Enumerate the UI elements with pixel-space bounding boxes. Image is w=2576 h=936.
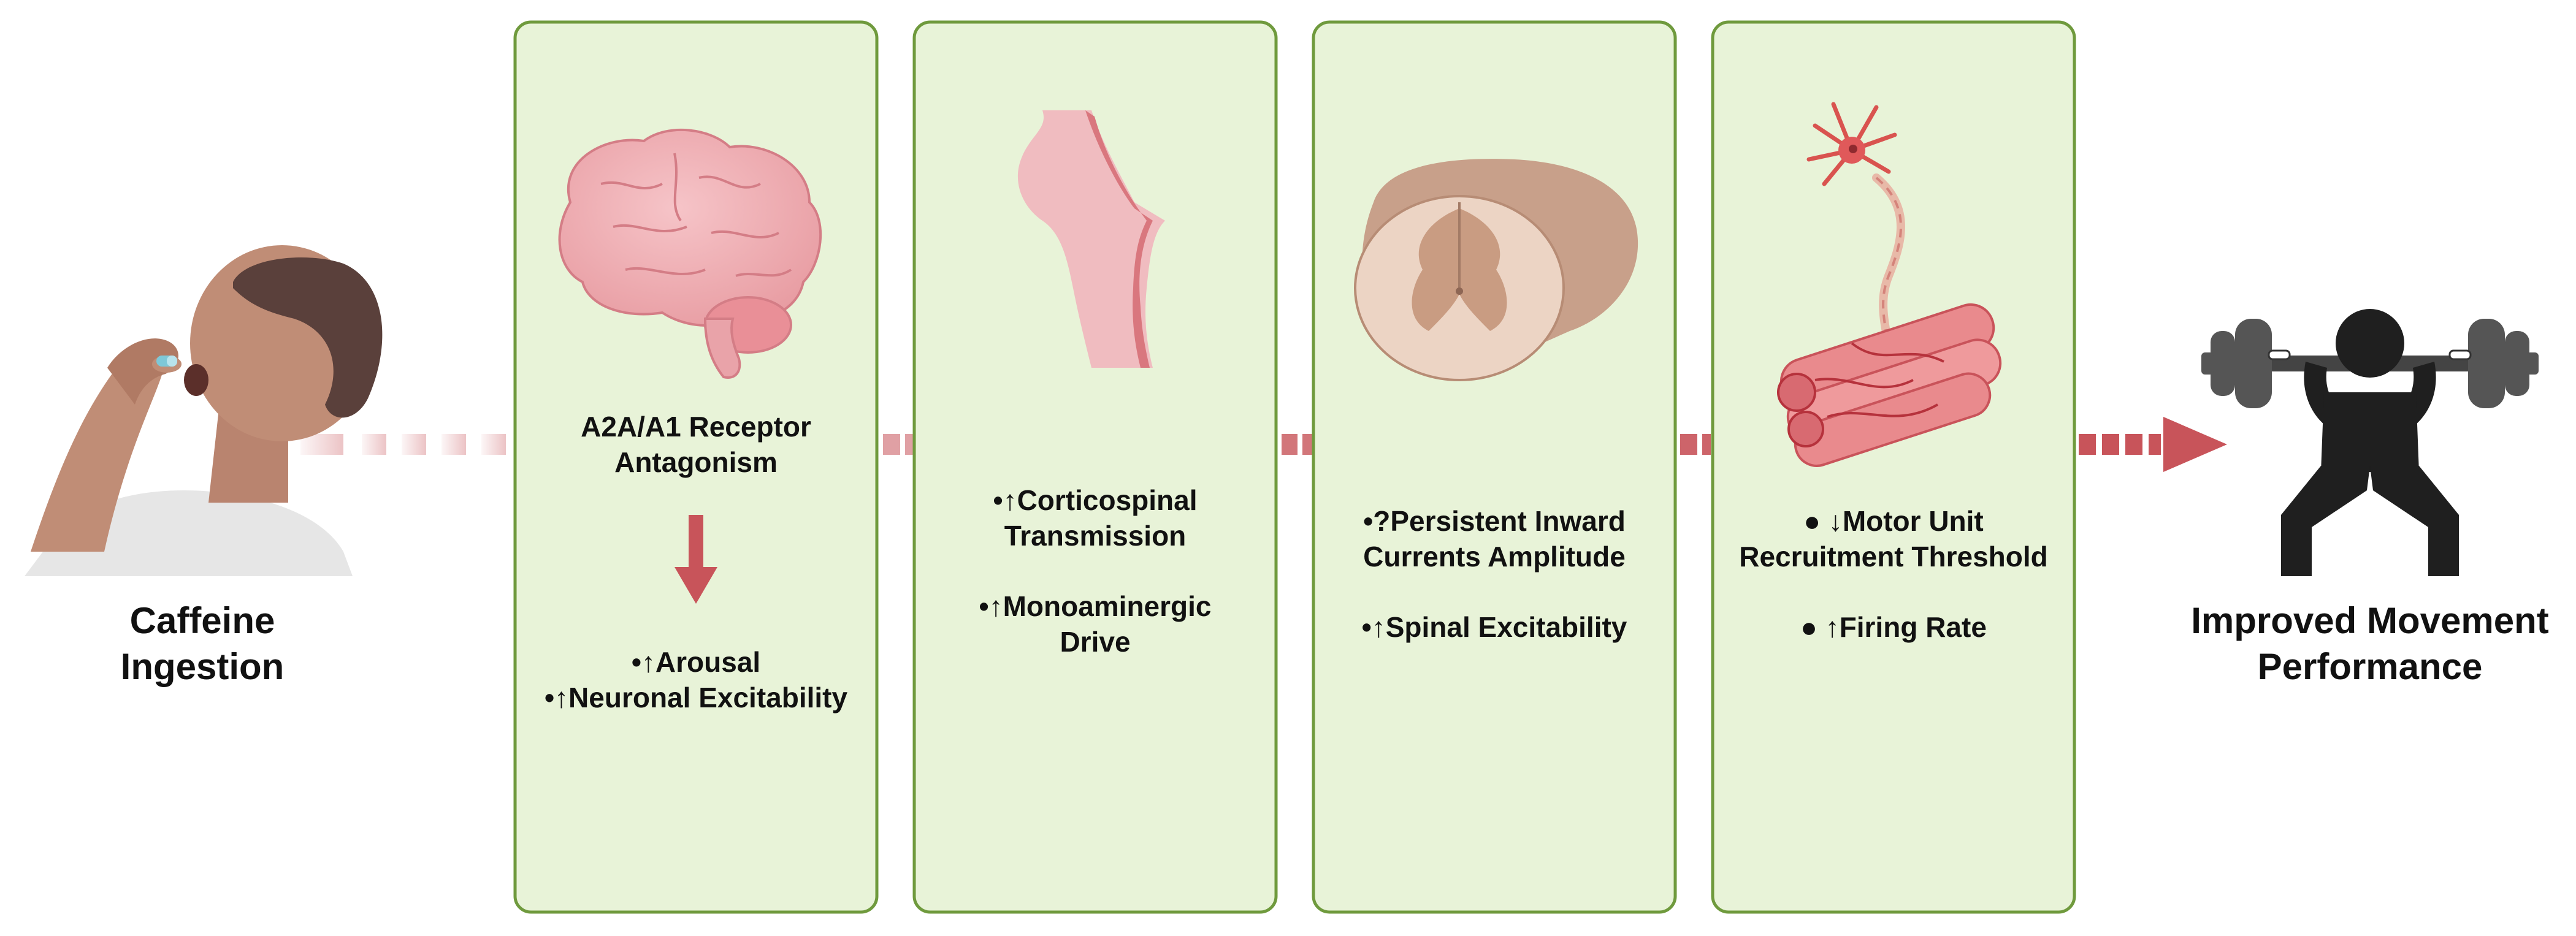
bullet-text: Currents Amplitude xyxy=(1363,540,1626,573)
end-label-line: Performance xyxy=(2257,646,2483,687)
question-icon: ? xyxy=(1373,505,1391,537)
bullet-dot: • xyxy=(1361,611,1372,643)
panel-spinal-bullets: •?Persistent Inward Currents Amplitude •… xyxy=(1320,504,1669,645)
bullet-text: Arousal xyxy=(655,646,761,678)
bullet-text: Persistent Inward xyxy=(1390,505,1626,537)
end-label-line: Improved Movement xyxy=(2191,600,2549,641)
panel-motor-unit xyxy=(1711,20,2076,914)
bullet-text: Drive xyxy=(1060,625,1131,658)
start-label-line: Caffeine xyxy=(129,600,275,641)
bullet-item: ● ↓Motor Unit xyxy=(1719,504,2068,539)
end-label: Improved Movement Performance xyxy=(2177,598,2563,690)
brainstem-icon xyxy=(1017,110,1165,368)
brain-icon xyxy=(558,128,822,379)
up-arrow-icon: ↑ xyxy=(988,590,1003,622)
panel-receptor-bullets: •↑Arousal •↑Neuronal Excitability xyxy=(521,645,871,715)
panel-corticospinal xyxy=(912,20,1278,914)
panel-spinal xyxy=(1312,20,1677,914)
up-arrow-icon: ↑ xyxy=(1003,484,1017,516)
up-arrow-icon: ↑ xyxy=(1825,611,1840,643)
down-arrow-icon xyxy=(675,515,717,604)
bullet-text: Transmission xyxy=(1004,519,1187,552)
spinal-cord-icon xyxy=(1354,159,1638,381)
bullet-dot: ● xyxy=(1803,505,1821,537)
motor-unit-icon xyxy=(1777,102,2002,467)
bullet-dot: • xyxy=(631,646,641,678)
start-label: Caffeine Ingestion xyxy=(49,598,356,690)
heading-line: A2A/A1 Receptor xyxy=(581,411,811,443)
weightlifter-icon xyxy=(2201,309,2539,576)
bullet-text: Corticospinal xyxy=(1017,484,1198,516)
person-icon xyxy=(25,245,383,576)
bullet-item: •↑Spinal Excitability xyxy=(1320,610,1669,645)
start-label-line: Ingestion xyxy=(120,646,285,687)
bullet-text: Neuronal Excitability xyxy=(568,681,848,713)
up-arrow-icon: ↑ xyxy=(1371,611,1386,643)
bullet-text: Firing Rate xyxy=(1839,611,1987,643)
down-arrow-icon: ↓ xyxy=(1828,505,1843,537)
bullet-dot: ● xyxy=(1800,611,1817,643)
bullet-item: •↑Corticospinal xyxy=(920,483,1270,519)
panel-corticospinal-bullets: •↑Corticospinal Transmission •↑Monoamine… xyxy=(920,483,1270,660)
bullet-item: ● ↑Firing Rate xyxy=(1719,610,2068,645)
up-arrow-icon: ↑ xyxy=(641,646,655,678)
bullet-text: Recruitment Threshold xyxy=(1739,540,2048,573)
panel-motor-unit-bullets: ● ↓Motor Unit Recruitment Threshold ● ↑F… xyxy=(1719,504,2068,645)
bullet-item: •↑Monoaminergic xyxy=(920,589,1270,625)
panel-receptor-heading: A2A/A1 Receptor Antagonism xyxy=(521,409,871,480)
bullet-text: Motor Unit xyxy=(1842,505,1984,537)
flow-arrow xyxy=(300,417,2227,472)
up-arrow-icon: ↑ xyxy=(554,681,569,713)
heading-line: Antagonism xyxy=(614,446,778,478)
bullet-text: Monoaminergic xyxy=(1003,590,1212,622)
bullet-item: •?Persistent Inward xyxy=(1320,504,1669,539)
bullet-text: Spinal Excitability xyxy=(1385,611,1627,643)
bullet-dot: • xyxy=(979,590,989,622)
bullet-item: •↑Arousal xyxy=(521,645,871,680)
bullet-dot: • xyxy=(993,484,1003,516)
bullet-item: •↑Neuronal Excitability xyxy=(521,680,871,716)
bullet-dot: • xyxy=(544,681,555,713)
bullet-dot: • xyxy=(1363,505,1374,537)
